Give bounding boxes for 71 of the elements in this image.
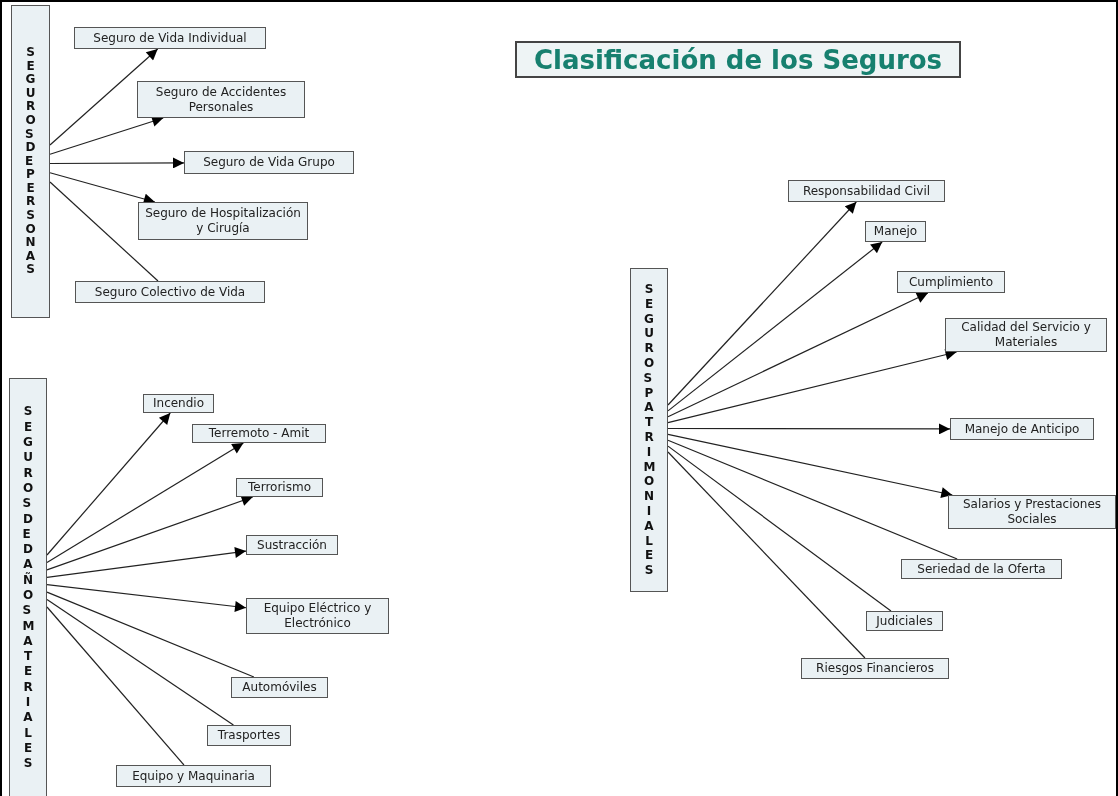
node-label: Responsabilidad Civil bbox=[802, 183, 931, 199]
node-label: Terrorismo bbox=[248, 480, 311, 495]
insurance-type-box bbox=[231, 677, 328, 698]
insurance-type-box bbox=[866, 611, 943, 631]
arrow bbox=[667, 292, 929, 418]
diagram-title: Clasificación de los Seguros bbox=[515, 41, 961, 78]
insurance-type-box bbox=[137, 81, 305, 118]
node-label: Cumplimiento bbox=[909, 274, 993, 290]
arrow bbox=[667, 433, 953, 499]
node-label: Trasportes bbox=[217, 728, 281, 743]
node-label: Calidad del Servicio y Materiales bbox=[960, 320, 1092, 350]
insurance-type-box bbox=[897, 271, 1005, 293]
connector-line bbox=[667, 451, 866, 659]
arrow bbox=[49, 48, 159, 146]
node-label: Judiciales bbox=[876, 613, 933, 629]
connector-line bbox=[667, 439, 958, 560]
insurance-type-box bbox=[801, 658, 949, 679]
arrow bbox=[667, 201, 857, 406]
node-label: Seriedad de la Oferta bbox=[917, 561, 1046, 577]
category-box bbox=[630, 268, 668, 592]
arrow bbox=[667, 423, 951, 435]
insurance-type-box bbox=[236, 478, 323, 497]
insurance-type-box bbox=[945, 318, 1107, 352]
insurance-type-box bbox=[901, 559, 1062, 579]
insurance-type-box bbox=[950, 418, 1094, 440]
arrow bbox=[46, 495, 254, 571]
arrow bbox=[49, 157, 185, 169]
arrow bbox=[49, 116, 164, 155]
insurance-type-box bbox=[75, 281, 265, 303]
category-label: SEGUROS PATRIMONIALES bbox=[643, 282, 655, 578]
insurance-type-box bbox=[246, 598, 389, 634]
node-label: Equipo y Maquinaria bbox=[132, 768, 255, 784]
connector-line bbox=[46, 606, 185, 766]
node-label: Sustracción bbox=[257, 537, 327, 553]
node-label: Manejo bbox=[873, 224, 918, 239]
arrow bbox=[46, 584, 247, 612]
node-label: Incendio bbox=[153, 396, 204, 411]
node-label: Salarios y Prestaciones Sociales bbox=[961, 497, 1103, 527]
arrow bbox=[667, 241, 883, 412]
category-label: SEGUROS DE PERSONAS bbox=[25, 45, 36, 278]
connector-line bbox=[46, 591, 255, 678]
insurance-type-box bbox=[138, 202, 308, 240]
insurance-type-box bbox=[184, 151, 354, 174]
insurance-type-box bbox=[192, 424, 326, 443]
node-label: Equipo Eléctrico y Electrónico bbox=[262, 601, 373, 631]
insurance-type-box bbox=[143, 394, 214, 413]
arrow bbox=[46, 442, 244, 564]
insurance-type-box bbox=[207, 725, 291, 746]
insurance-type-box bbox=[246, 535, 338, 555]
insurance-type-box bbox=[74, 27, 266, 49]
node-label: Terremoto - Amit bbox=[208, 426, 310, 441]
connector-line bbox=[49, 181, 159, 282]
insurance-type-box bbox=[948, 495, 1116, 529]
insurance-type-box bbox=[865, 221, 926, 242]
category-box bbox=[11, 5, 50, 318]
insurance-type-box bbox=[116, 765, 271, 787]
arrow bbox=[46, 412, 171, 556]
category-box bbox=[9, 378, 47, 796]
node-label: Seguro de Vida Grupo bbox=[203, 155, 335, 170]
insurance-type-box bbox=[788, 180, 945, 202]
node-label: Seguro Colectivo de Vida bbox=[94, 284, 246, 300]
connector-line bbox=[46, 598, 234, 726]
node-label: Manejo de Anticipo bbox=[964, 421, 1080, 437]
arrow bbox=[46, 547, 247, 578]
node-label: Riesgos Financieros bbox=[816, 661, 934, 676]
node-label: Seguro de Vida Individual bbox=[93, 30, 247, 46]
node-label: Automóviles bbox=[242, 680, 317, 695]
node-label: Seguro de Accidentes Personales bbox=[154, 84, 288, 115]
connector-line bbox=[667, 445, 892, 612]
category-label: SEGUROS DE DAÑOS MATERIALES bbox=[22, 404, 34, 772]
node-label: Seguro de Hospitalización y Cirugía bbox=[144, 206, 302, 236]
